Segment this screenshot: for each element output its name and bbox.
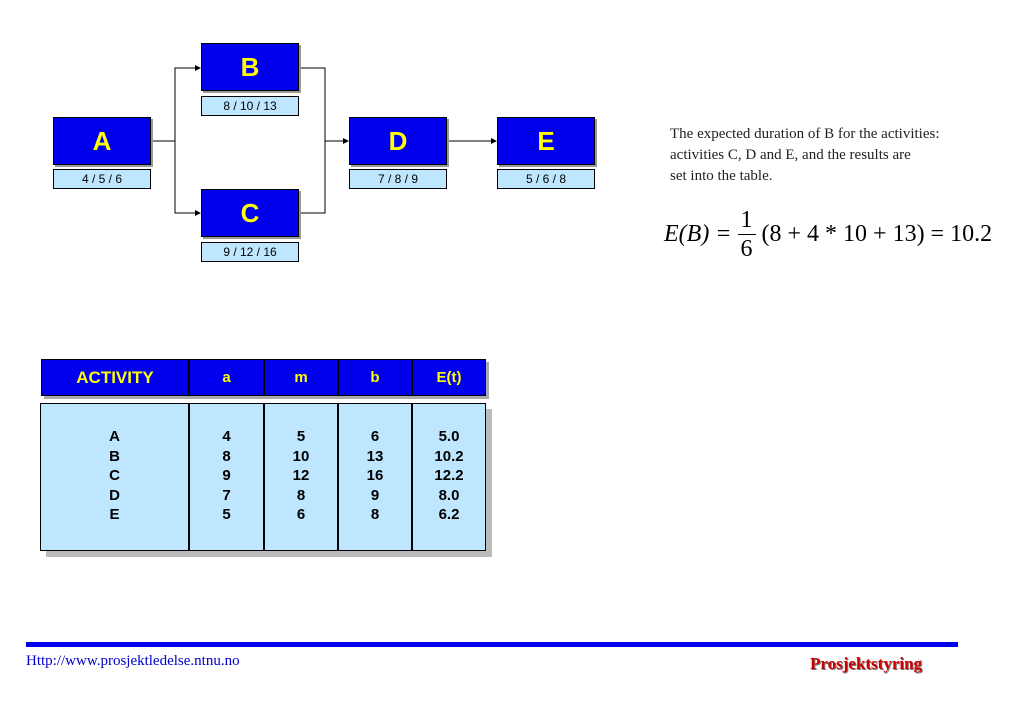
formula-numerator: 1	[740, 207, 753, 233]
expected-duration-formula: E(B) = 1 6 (8 + 4 * 10 + 13) = 10.2	[664, 208, 992, 261]
cell: 8	[296, 486, 306, 504]
cell: 5	[296, 428, 306, 445]
cell: 12	[292, 467, 310, 484]
header-et: E(t)	[412, 359, 486, 396]
cell: 5.0	[438, 428, 460, 445]
cell: B	[109, 447, 120, 465]
footer-brand: Prosjektstyring	[810, 654, 923, 673]
node-b: B	[201, 43, 299, 91]
cell: 9	[370, 486, 380, 504]
formula-lhs: E(B) =	[664, 221, 732, 247]
description-line-3: set into the table.	[670, 168, 773, 184]
edge-a-b	[151, 65, 201, 142]
header-activity: ACTIVITY	[41, 359, 189, 396]
node-d-estimates: 7 / 8 / 9	[349, 169, 447, 189]
edge-c-d	[300, 141, 326, 214]
node-a-label: A	[92, 125, 112, 156]
cell: 8.0	[438, 486, 460, 504]
cell: 8	[222, 447, 231, 465]
column-m: 5 10 12 8 6	[264, 403, 338, 551]
node-a: A	[53, 117, 151, 165]
node-a-estimates: 4 / 5 / 6	[53, 169, 151, 189]
column-activity: A B C D E	[40, 403, 189, 551]
description-line-1: The expected duration of B for the activ…	[670, 126, 940, 142]
cell: D	[109, 486, 120, 504]
formula-fraction: 1 6	[737, 207, 756, 262]
cell: 9	[222, 467, 231, 484]
cell: 13	[366, 447, 384, 465]
node-b-label: B	[240, 51, 260, 82]
node-e-label: E	[537, 125, 555, 156]
cell: 7	[222, 486, 231, 504]
node-d: D	[349, 117, 447, 165]
header-a: a	[189, 359, 264, 396]
formula-rhs: (8 + 4 * 10 + 13) = 10.2	[761, 221, 993, 247]
description-line-2: activities C, D and E, and the results a…	[670, 147, 911, 163]
node-d-label: D	[388, 125, 408, 156]
fraction-bar	[737, 234, 756, 235]
column-et: 5.0 10.2 12.2 8.0 6.2	[412, 403, 486, 551]
cell: C	[109, 467, 120, 484]
column-a: 4 8 9 7 5	[189, 403, 264, 551]
description: The expected duration of B for the activ…	[670, 124, 980, 187]
footer-divider	[26, 642, 958, 647]
column-b: 6 13 16 9 8	[338, 403, 412, 551]
cell: 4	[222, 428, 231, 445]
cell: 12.2	[434, 467, 464, 484]
node-c-estimates: 9 / 12 / 16	[201, 242, 299, 262]
edge-a-c	[174, 141, 201, 216]
formula-denominator: 6	[740, 236, 753, 262]
edge-b-d	[300, 67, 349, 144]
cell: 10	[292, 447, 310, 465]
node-b-estimates: 8 / 10 / 13	[201, 96, 299, 116]
cell: 6.2	[438, 506, 460, 523]
node-c: C	[201, 189, 299, 237]
cell: 10.2	[434, 447, 464, 465]
node-e: E	[497, 117, 595, 165]
header-b: b	[338, 359, 412, 396]
cell: 16	[366, 467, 384, 484]
cell: 6	[296, 506, 306, 523]
node-c-label: C	[240, 197, 260, 228]
cell: E	[109, 506, 120, 523]
cell: 6	[370, 428, 380, 445]
cell: 5	[222, 506, 231, 523]
footer-url-link[interactable]: Http://www.prosjektledelse.ntnu.no	[26, 653, 240, 669]
cell: 8	[370, 506, 380, 523]
node-e-estimates: 5 / 6 / 8	[497, 169, 595, 189]
header-m: m	[264, 359, 338, 396]
cell: A	[109, 428, 120, 445]
